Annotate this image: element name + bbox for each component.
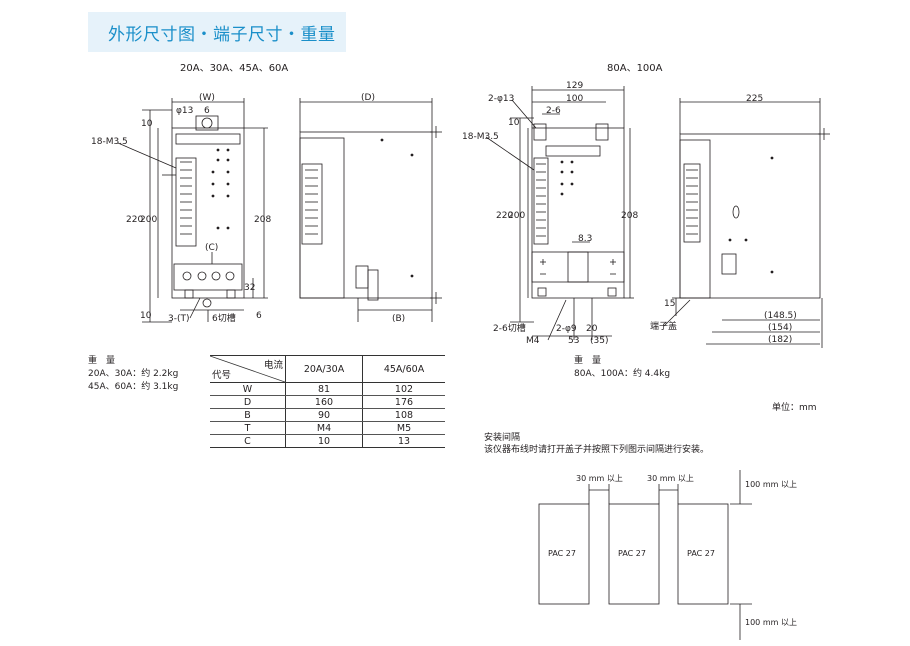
dim-225: 225 <box>746 94 764 104</box>
table-cell: 108 <box>362 408 445 422</box>
gap-label-1: 30 mm 以上 <box>576 474 623 483</box>
table-header-row: 电流 代号 20A/30A 45A/60A <box>210 355 445 383</box>
table-corner-cell: 电流 代号 <box>210 355 286 383</box>
table-cell: M5 <box>362 421 445 435</box>
bottom-gap-label: 100 mm 以上 <box>745 618 797 627</box>
table-cell: M4 <box>285 421 363 435</box>
terminal-label-left: 18-M3.5 <box>91 137 128 147</box>
dim-w: (W) <box>199 93 215 103</box>
table-cell: 13 <box>362 434 445 448</box>
dim-154: (154) <box>768 323 793 333</box>
dim-m4: M4 <box>526 336 540 346</box>
top-gap-label: 100 mm 以上 <box>745 480 797 489</box>
table-cell-code: W <box>210 382 286 396</box>
corner-bottom-label: 代号 <box>212 370 232 381</box>
weight-right-heading: 重 量 <box>574 356 602 366</box>
right-front-view <box>485 86 634 341</box>
table-row: C 10 13 <box>210 434 445 448</box>
weight-left-line2: 45A、60A：约 3.1kg <box>88 382 179 392</box>
dim-182: (182) <box>768 335 793 345</box>
table-row: B 90 108 <box>210 408 445 422</box>
dim-8-3: 8.3 <box>578 234 593 244</box>
dim-slot-right: 2-6切槽 <box>493 324 526 334</box>
dim-2-6: 2-6 <box>546 106 561 116</box>
dim-10-bottom: 10 <box>140 311 152 321</box>
terminal-label-right: 18-M3.5 <box>462 132 499 142</box>
table-cell: 81 <box>285 382 363 396</box>
dim-10-right: 10 <box>508 118 520 128</box>
left-side-view <box>299 98 442 322</box>
dim-15: 15 <box>664 299 676 309</box>
corner-top-label: 电流 <box>263 360 283 371</box>
right-model-heading: 80A、100A <box>607 63 663 74</box>
dim-3t: 3-(T) <box>168 314 190 324</box>
spacing-heading: 安装间隔 <box>484 433 521 443</box>
weight-right-line1: 80A、100A：约 4.4kg <box>574 369 671 379</box>
dim-6: 6 <box>204 106 210 116</box>
unit-label: 单位：mm <box>772 403 817 413</box>
spacing-description: 该仪器布线时请打开盖子并按照下列图示间隔进行安装。 <box>484 445 710 455</box>
table-cell: 102 <box>362 382 445 396</box>
dim-32: 32 <box>244 283 256 293</box>
dim-200-left: 200 <box>140 215 158 225</box>
table-cell-code: D <box>210 395 286 409</box>
terminal-cover-label: 端子盖 <box>650 322 678 332</box>
dim-phi13: φ13 <box>176 106 194 116</box>
left-front-view <box>117 98 268 323</box>
dim-100: 100 <box>566 94 584 104</box>
dim-53: 53 <box>568 336 580 346</box>
unit-box-label: PAC 27 <box>618 549 646 558</box>
dim-d: (D) <box>361 93 375 103</box>
table-col-header: 45A/60A <box>362 355 445 383</box>
dim-220-right: 220 <box>496 211 514 221</box>
table-cell-code: B <box>210 408 286 422</box>
dim-phi9: 2-φ9 <box>556 324 577 334</box>
table-row: D 160 176 <box>210 395 445 409</box>
unit-box-label: PAC 27 <box>548 549 576 558</box>
dim-6-bottom: 6 <box>256 311 262 321</box>
spacing-diagram <box>538 470 752 640</box>
dim-208-left: 208 <box>254 215 272 225</box>
table-cell: 90 <box>285 408 363 422</box>
table-cell-code: T <box>210 421 286 435</box>
title-background <box>88 12 346 52</box>
dim-35: (35) <box>590 336 609 346</box>
gap-label-2: 30 mm 以上 <box>647 474 694 483</box>
corner-diagonal <box>210 356 285 382</box>
table-row: T M4 M5 <box>210 421 445 435</box>
weight-left-line1: 20A、30A：约 2.2kg <box>88 369 179 379</box>
table-row: W 81 102 <box>210 382 445 396</box>
dim-200-right: 200 <box>508 211 526 221</box>
dimension-table: 电流 代号 20A/30A 45A/60A W 81 102 D 160 176… <box>210 355 445 448</box>
table-cell: 176 <box>362 395 445 409</box>
dim-148-5: (148.5) <box>764 311 797 321</box>
table-cell: 160 <box>285 395 363 409</box>
right-side-view <box>663 98 830 348</box>
dim-c: (C) <box>205 243 219 253</box>
table-cell-code: C <box>210 434 286 448</box>
left-model-heading: 20A、30A、45A、60A <box>180 63 289 74</box>
dim-10-top: 10 <box>141 119 153 129</box>
dim-slot-left: 6切槽 <box>212 314 236 324</box>
table-cell: 10 <box>285 434 363 448</box>
unit-box-label: PAC 27 <box>687 549 715 558</box>
table-col-header: 20A/30A <box>285 355 363 383</box>
dim-129: 129 <box>566 81 584 91</box>
dim-20: 20 <box>586 324 598 334</box>
dim-b: (B) <box>392 314 406 324</box>
dim-hole: 2-φ13 <box>488 94 515 104</box>
dim-208-right: 208 <box>621 211 639 221</box>
dim-220-left: 220 <box>126 215 144 225</box>
weight-left-heading: 重 量 <box>88 356 116 366</box>
page-title: 外形尺寸图・端子尺寸・重量 <box>108 25 336 45</box>
